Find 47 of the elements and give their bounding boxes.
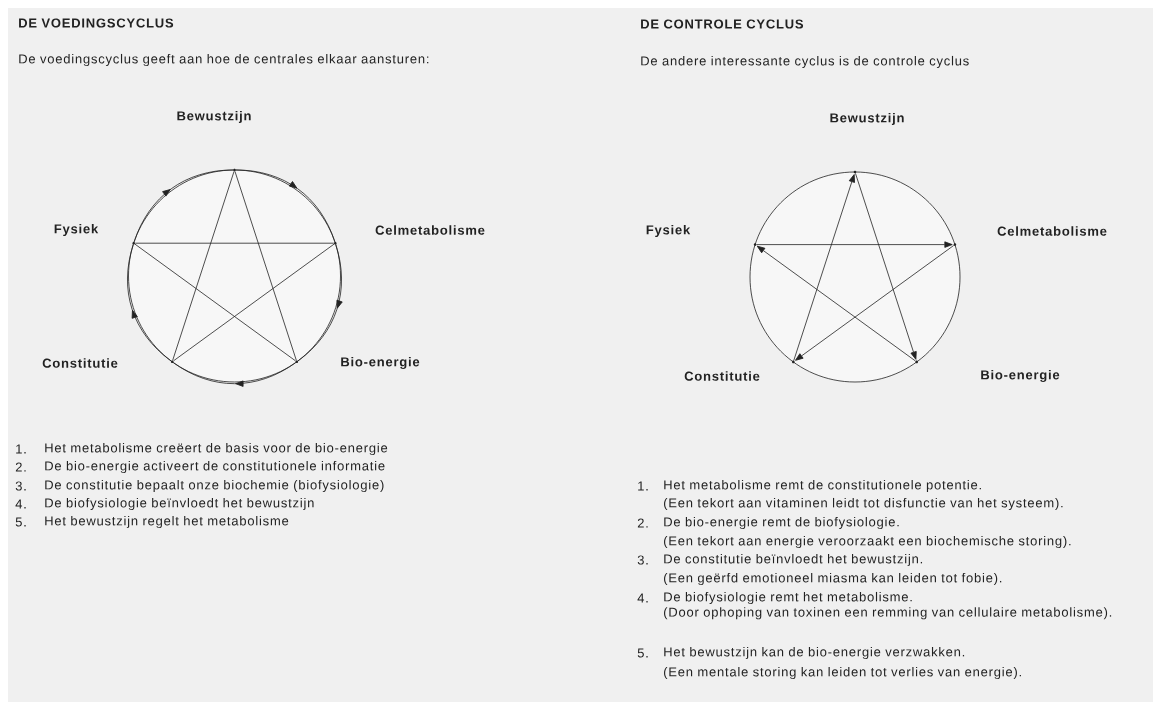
vertex-label: Fysiek <box>646 224 691 238</box>
list-item: Het metabolisme creëert de basis voor de bio-energie <box>45 442 388 456</box>
star-line <box>234 171 297 361</box>
list-note: (Een mentale storing kan leiden tot verlies van energie). <box>664 666 1021 680</box>
star-line <box>173 243 335 362</box>
list-number: 2. <box>637 518 648 528</box>
star-line <box>172 171 235 361</box>
list-item: De bio-energie activeert de constitutionele informatie <box>45 460 385 474</box>
vertex-label: Constitutie <box>42 358 118 368</box>
star-line <box>134 242 335 244</box>
list-item: De biofysiologie beïnvloedt het bewustzijn <box>45 497 314 511</box>
circle-arc-arrow <box>235 169 336 243</box>
list-number: 1. <box>638 481 648 491</box>
circle-arc-arrow <box>297 244 343 362</box>
list-number: 5. <box>15 517 26 527</box>
list-item: Het bewustzijn kan de bio-energie verzwakken. <box>664 646 965 660</box>
list-number: 3. <box>637 555 648 565</box>
intro: De andere interessante cyclus is de controle cyclus <box>641 55 969 69</box>
star-line <box>134 243 296 362</box>
list-number: 5. <box>637 648 648 658</box>
arrow <box>756 241 953 248</box>
heading: DE VOEDINGSCYCLUS <box>19 18 174 28</box>
list-item: De constitutie beïnvloedt het bewustzijn. <box>664 553 923 567</box>
list-number: 2. <box>15 462 26 472</box>
list-number: 4. <box>15 499 26 509</box>
circle-arc-arrow <box>133 169 234 243</box>
list-number: 4. <box>637 593 648 603</box>
list-note: (Een tekort aan energie veroorzaakt een biochemische storing). <box>664 535 1071 549</box>
arrow <box>756 245 916 362</box>
list-item: De constitutie bepaalt onze biochemie (biofysiologie) <box>45 479 384 493</box>
list-item: De bio-energie remt de biofysiologie. <box>664 516 899 530</box>
list-item: De biofysiologie remt het metabolisme. <box>664 591 912 605</box>
arrow <box>793 174 855 361</box>
intro: De voedingscyclus geeft aan hoe de centrales elkaar aansturen: <box>19 53 429 67</box>
list-item: Het metabolisme remt de constitutionele potentie. <box>664 479 981 493</box>
list-number: 3. <box>15 481 26 491</box>
vertex-label: Bio-energie <box>981 369 1060 383</box>
heading: DE CONTROLE CYCLUS <box>641 19 804 29</box>
list-note: (Door ophoping van toxinen een remming van cellulaire metabolisme). <box>664 607 1112 620</box>
arrow <box>855 173 917 360</box>
circle-arc-arrow <box>173 362 296 387</box>
list-item: Het bewustzijn regelt het metabolisme <box>45 515 289 529</box>
circle-arc-arrow <box>127 244 172 362</box>
list-note: (Een geërfd emotioneel miasma kan leiden tot fobie). <box>664 572 1002 586</box>
list-number: 1. <box>16 444 26 454</box>
arrow <box>795 245 955 361</box>
list-note: (Een tekort aan vitaminen leidt tot disfunctie van het systeem). <box>664 497 1063 511</box>
